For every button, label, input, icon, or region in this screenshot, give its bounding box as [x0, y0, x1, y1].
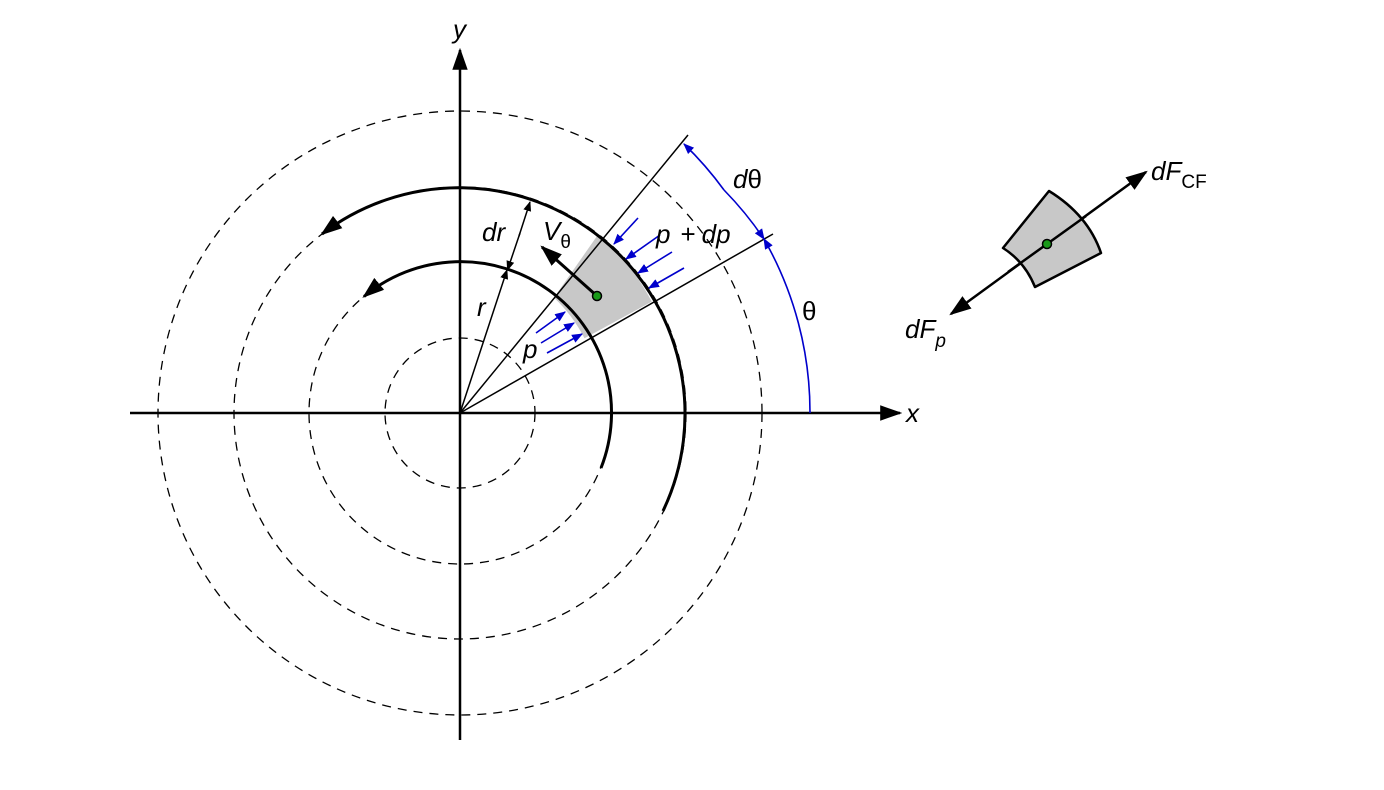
y-axis-label: y — [451, 14, 468, 44]
inner-pressure-arrow-2 — [540, 322, 575, 344]
dtheta-angle-arc-upper — [683, 143, 725, 191]
inner-streamline-arc — [362, 260, 613, 469]
centrifugal-force-sub: CF — [1181, 172, 1206, 193]
inner-pressure-arrow-1 — [535, 311, 566, 334]
dtheta-label: dθ — [733, 164, 762, 194]
x-axis-label: x — [904, 398, 920, 428]
pressure-force-sub: p — [934, 331, 946, 352]
element-centroid — [591, 290, 603, 302]
outer-pressure-p: p — [655, 219, 670, 249]
dtheta-theta: θ — [747, 164, 761, 194]
theta-label: θ — [802, 296, 816, 326]
velocity-arrow — [540, 245, 598, 298]
outer-pressure-arrow-1 — [613, 217, 639, 245]
dr-label: dr — [482, 217, 506, 247]
inner-pressure-arrows — [535, 311, 583, 354]
outer-pressure-arrow-2 — [625, 234, 661, 260]
dr-arrow-in — [506, 232, 521, 271]
free-body-centroid — [1041, 238, 1053, 250]
velocity-label-sub: θ — [560, 232, 571, 253]
theta-angle-arc — [763, 238, 811, 414]
radius-r-arrow — [459, 269, 508, 414]
velocity-label-main: V — [543, 216, 563, 246]
inner-pressure-label: p — [522, 334, 537, 364]
outer-pressure-plus: + — [680, 219, 695, 249]
dtheta-angle-arc-lower — [723, 189, 765, 240]
pressure-force-main: dF — [905, 314, 937, 344]
dr-arrow-out — [518, 201, 532, 237]
centrifugal-force-label: dFCF — [1151, 156, 1207, 193]
fluid-element — [554, 234, 652, 339]
outer-pressure-label: p +dp — [655, 219, 731, 249]
centrifugal-force-main: dF — [1151, 156, 1183, 186]
outer-pressure-dp: dp — [702, 219, 731, 249]
inner-pressure-arrow-3 — [546, 333, 583, 354]
outer-streamline-arc — [320, 186, 687, 512]
r-label: r — [477, 292, 487, 322]
outer-pressure-arrow-3 — [637, 251, 673, 274]
outer-pressure-arrow-4 — [648, 267, 685, 289]
dtheta-d: d — [733, 164, 749, 194]
radial-line-lower — [459, 233, 774, 414]
velocity-label: Vθ — [543, 216, 571, 253]
outer-pressure-arrows — [613, 217, 685, 289]
pressure-force-label: dFp — [905, 314, 946, 352]
free-body-element — [949, 170, 1148, 316]
